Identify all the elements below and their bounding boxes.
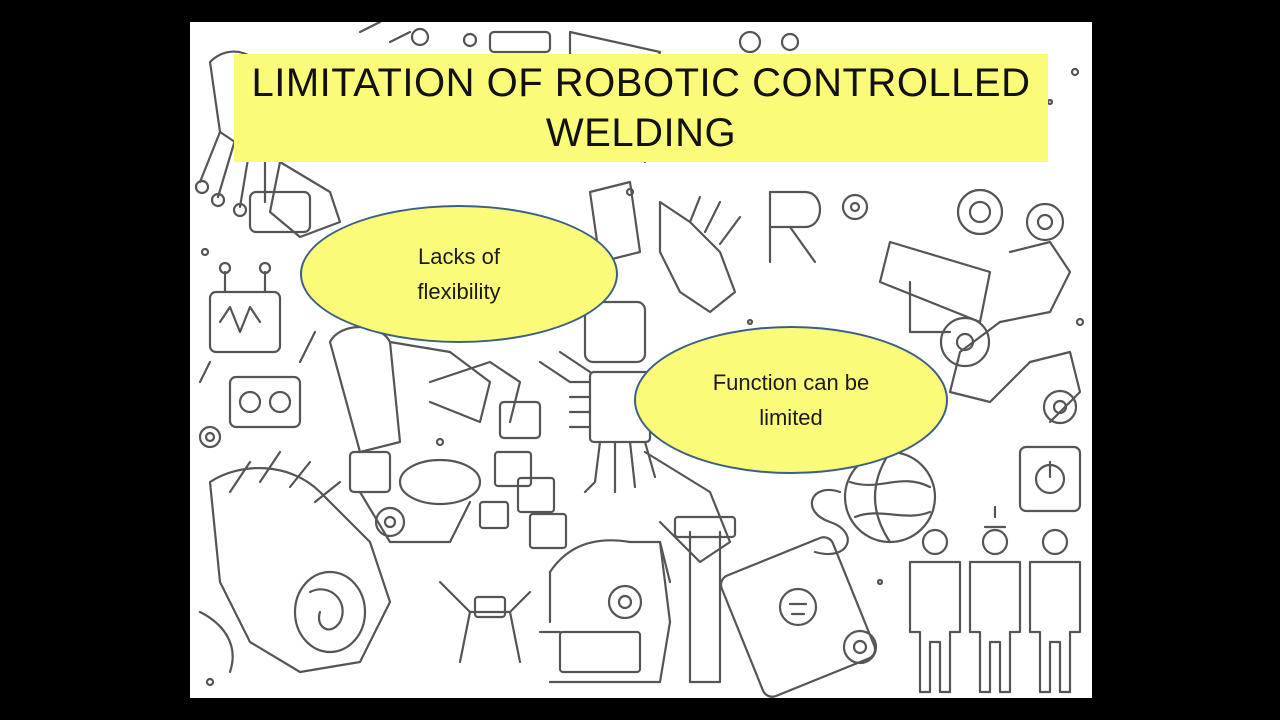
bubble-2-line-2: limited bbox=[759, 405, 823, 430]
limitation-bubble-function: Function can be limited bbox=[634, 326, 948, 474]
title-line-1: LIMITATION OF ROBOTIC CONTROLLED bbox=[251, 61, 1031, 105]
robot-hand-center-doodle bbox=[583, 195, 742, 564]
people-figures-doodle bbox=[908, 505, 1082, 694]
bottom-left-hand-doodle bbox=[198, 450, 392, 674]
circuit-chip-doodle bbox=[538, 350, 657, 494]
bubble-1-line-1: Lacks of bbox=[418, 244, 500, 269]
presentation-slide: LIMITATION OF ROBOTIC CONTROLLED WELDING… bbox=[190, 22, 1092, 698]
gripper-doodle bbox=[438, 580, 532, 664]
limitation-bubble-flexibility: Lacks of flexibility bbox=[300, 205, 618, 343]
smartphone-doodle bbox=[719, 536, 877, 698]
bubble-2-line-1: Function can be bbox=[712, 370, 870, 395]
letters-doodle bbox=[768, 190, 849, 555]
robotic-arm-doodle bbox=[328, 325, 542, 544]
title-line-2: WELDING bbox=[545, 111, 737, 155]
robot-doodle-background bbox=[194, 22, 1085, 698]
industrial-arm-doodle bbox=[538, 515, 737, 684]
robot-head-doodle bbox=[198, 261, 317, 429]
slide-title: LIMITATION OF ROBOTIC CONTROLLED WELDING bbox=[234, 54, 1048, 162]
power-button-doodle bbox=[1018, 445, 1082, 513]
bubble-1-line-2: flexibility bbox=[417, 279, 501, 304]
letter-blocks-doodle bbox=[478, 450, 568, 550]
